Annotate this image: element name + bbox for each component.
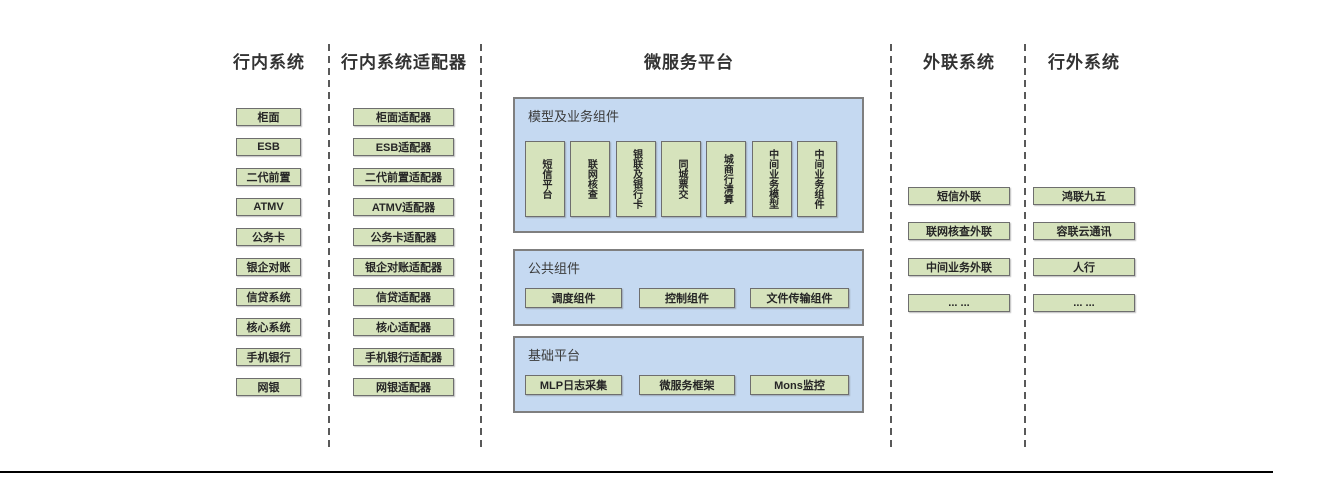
diagram-node: MLP日志采集: [525, 375, 622, 395]
diagram-node: 二代前置: [236, 168, 301, 186]
diagram-node: ESB: [236, 138, 301, 156]
diagram-node: 手机银行: [236, 348, 301, 366]
diagram-node: 微服务框架: [639, 375, 735, 395]
diagram-node: 银企对账适配器: [353, 258, 454, 276]
column-divider: [328, 44, 330, 448]
diagram-node: 人行: [1033, 258, 1135, 276]
diagram-node: 二代前置适配器: [353, 168, 454, 186]
diagram-node: 核心适配器: [353, 318, 454, 336]
column-header-external-link-systems: 外联系统: [923, 53, 995, 72]
diagram-node: 鸿联九五: [1033, 187, 1135, 205]
diagram-node: 公务卡适配器: [353, 228, 454, 246]
diagram-node: ... ...: [908, 294, 1010, 312]
bottom-rule: [0, 471, 1273, 473]
diagram-node: 中间业务模型: [751, 141, 792, 217]
diagram-node: Mons监控: [750, 375, 849, 395]
diagram-node: 同城票交: [660, 141, 701, 217]
diagram-node: 短信外联: [908, 187, 1010, 205]
panel-common-components: 公共组件 调度组件 控制组件 文件传输组件: [513, 249, 864, 326]
diagram-node: ESB适配器: [353, 138, 454, 156]
panel-label: 基础平台: [528, 348, 581, 363]
diagram-node: 容联云通讯: [1033, 222, 1135, 240]
diagram-node: 调度组件: [525, 288, 622, 308]
diagram-node: 中间业务组件: [796, 141, 837, 217]
diagram-node: 联网核查外联: [908, 222, 1010, 240]
diagram-node: 银联及银行卡: [615, 141, 656, 217]
panel-model-business-components: 模型及业务组件 短信平台 联网核查 银联及银行卡 同城票交 城商行清算 中间业务…: [513, 97, 864, 233]
diagram-node: 控制组件: [639, 288, 735, 308]
diagram-node: 中间业务外联: [908, 258, 1010, 276]
column-divider: [1024, 44, 1026, 448]
diagram-node: ATMV: [236, 198, 301, 216]
column-divider: [890, 44, 892, 448]
panel-label: 公共组件: [528, 261, 581, 276]
diagram-node: 核心系统: [236, 318, 301, 336]
panel-label: 模型及业务组件: [528, 109, 620, 124]
diagram-node: 手机银行适配器: [353, 348, 454, 366]
diagram-node: 银企对账: [236, 258, 301, 276]
diagram-node: 公务卡: [236, 228, 301, 246]
diagram-node: ATMV适配器: [353, 198, 454, 216]
diagram-node: 联网核查: [570, 141, 611, 217]
column-divider: [480, 44, 482, 448]
column-header-internal-systems: 行内系统: [233, 53, 305, 72]
diagram-node: 文件传输组件: [750, 288, 849, 308]
diagram-node: 柜面: [236, 108, 301, 126]
diagram-node: ... ...: [1033, 294, 1135, 312]
diagram-node: 信贷系统: [236, 288, 301, 306]
diagram-node: 柜面适配器: [353, 108, 454, 126]
diagram-node: 城商行清算: [706, 141, 747, 217]
column-header-internal-adapters: 行内系统适配器: [341, 53, 467, 72]
diagram-node: 信贷适配器: [353, 288, 454, 306]
diagram-node: 短信平台: [525, 141, 565, 217]
diagram-node: 网银适配器: [353, 378, 454, 396]
column-header-outside-systems: 行外系统: [1048, 53, 1120, 72]
column-header-microservice-platform: 微服务平台: [644, 53, 734, 72]
diagram-node: 网银: [236, 378, 301, 396]
vertical-node-row: 短信平台 联网核查 银联及银行卡 同城票交 城商行清算 中间业务模型 中间业务组…: [525, 141, 837, 217]
panel-base-platform: 基础平台 MLP日志采集 微服务框架 Mons监控: [513, 336, 864, 413]
